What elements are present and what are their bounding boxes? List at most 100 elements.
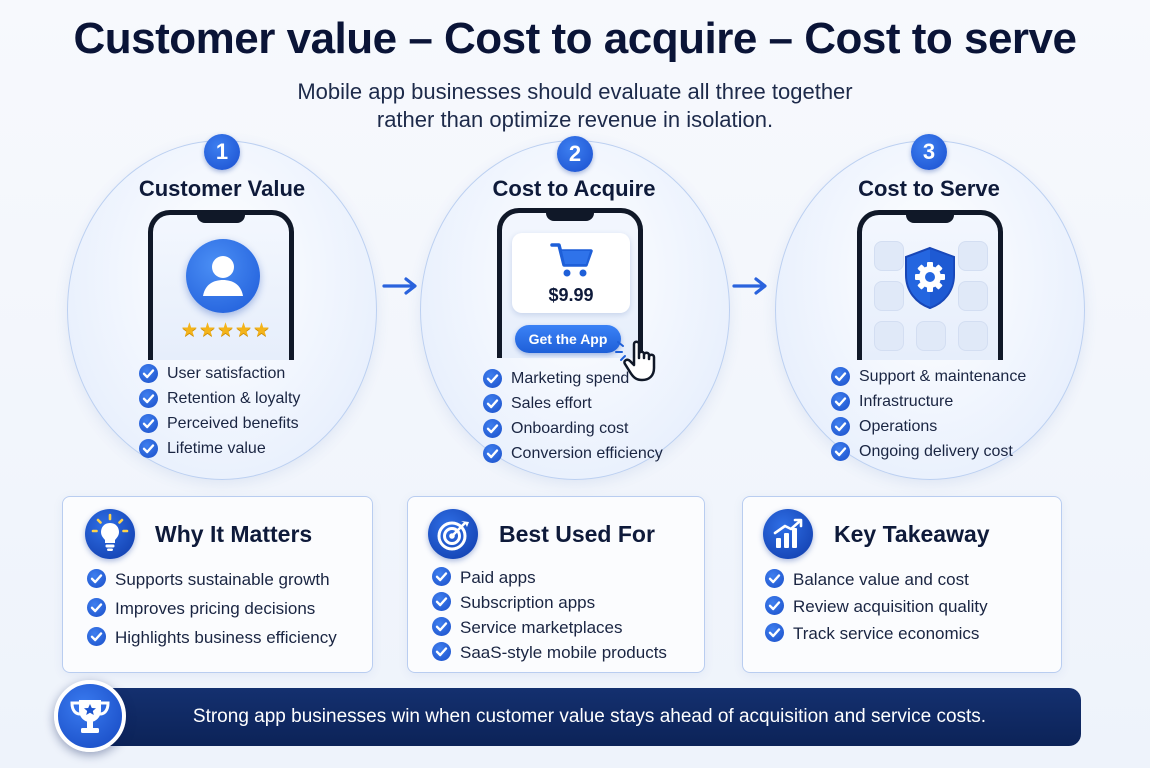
page-title: Customer value – Cost to acquire – Cost … [73, 14, 1077, 63]
list-item-label: Track service economics [793, 624, 980, 643]
list-item-label: User satisfaction [167, 365, 286, 382]
key-takeaway-list: Balance value and cost Review acquisitio… [765, 569, 988, 650]
app-tile [958, 281, 988, 311]
shopping-cart-icon [550, 241, 594, 284]
price-label: $9.99 [548, 285, 594, 305]
list-item: SaaS-style mobile products [432, 642, 667, 667]
check-icon [432, 592, 451, 611]
card-title: Key Takeaway [834, 521, 990, 547]
list-item: User satisfaction [139, 363, 300, 388]
list-item-label: Sales effort [511, 395, 592, 412]
list-item-label: Paid apps [460, 568, 536, 587]
list-item-label: Support & maintenance [859, 368, 1027, 385]
step-number-2: 2 [557, 136, 593, 172]
list-item-label: Supports sustainable growth [115, 570, 330, 589]
check-icon [87, 598, 106, 617]
cost-to-acquire-phone: $9.99 Get the App [497, 208, 643, 358]
list-item-label: Onboarding cost [511, 420, 629, 437]
app-tile [958, 321, 988, 351]
right-arrow-icon [381, 276, 421, 296]
list-item: Highlights business efficiency [87, 627, 337, 656]
customer-value-list: User satisfaction Retention & loyalty Pe… [139, 363, 300, 463]
customer-value-title: Customer Value [138, 176, 306, 201]
cost-to-acquire-title: Cost to Acquire [492, 176, 656, 201]
check-icon [432, 617, 451, 636]
list-item-label: Infrastructure [859, 393, 954, 410]
list-item: Infrastructure [831, 391, 1026, 416]
cost-to-serve-list: Support & maintenance Infrastructure Ope… [831, 366, 1026, 466]
check-icon [87, 569, 106, 588]
check-icon [765, 596, 784, 615]
cost-to-serve-title: Cost to Serve [858, 176, 1000, 201]
list-item-label: Subscription apps [460, 593, 596, 612]
list-item-label: Retention & loyalty [167, 390, 301, 407]
why-it-matters-card: Why It Matters Supports sustainable grow… [62, 496, 373, 673]
check-icon [765, 569, 784, 588]
app-tile [874, 281, 904, 311]
list-item-label: Highlights business efficiency [115, 628, 337, 647]
list-item: Onboarding cost [483, 418, 663, 443]
list-item-label: Ongoing delivery cost [859, 443, 1013, 460]
list-item: Balance value and cost [765, 569, 988, 596]
list-item: Conversion efficiency [483, 443, 663, 468]
get-the-app-button[interactable]: Get the App [515, 325, 621, 353]
list-item-label: Conversion efficiency [511, 445, 663, 462]
app-tile [874, 321, 904, 351]
list-item-label: Operations [859, 418, 938, 435]
step-number-1: 1 [204, 134, 240, 170]
card-title: Best Used For [499, 521, 655, 547]
phone-notch [906, 214, 954, 223]
list-item: Track service economics [765, 623, 988, 650]
list-item: Review acquisition quality [765, 596, 988, 623]
best-used-for-card: Best Used For Paid apps Subscription app… [407, 496, 705, 673]
lightbulb-icon [85, 509, 135, 559]
cost-to-acquire-list: Marketing spend Sales effort Onboarding … [483, 368, 663, 468]
check-icon [139, 364, 158, 383]
check-icon [139, 439, 158, 458]
step-number-3: 3 [911, 134, 947, 170]
list-item-label: SaaS-style mobile products [460, 643, 667, 662]
check-icon [483, 419, 502, 438]
check-icon [765, 623, 784, 642]
cost-to-serve-phone [857, 210, 1003, 360]
check-icon [483, 394, 502, 413]
target-icon [428, 509, 478, 559]
best-used-for-list: Paid apps Subscription apps Service mark… [432, 567, 667, 667]
check-icon [831, 392, 850, 411]
user-avatar-icon [186, 239, 260, 313]
shield-gear-icon [902, 245, 958, 316]
list-item-label: Lifetime value [167, 440, 266, 457]
list-item-label: Marketing spend [511, 370, 630, 387]
right-arrow-icon [731, 276, 771, 296]
app-tile [916, 321, 946, 351]
list-item-label: Perceived benefits [167, 415, 299, 432]
key-takeaway-card: Key Takeaway Balance value and cost Revi… [742, 496, 1062, 673]
check-icon [483, 444, 502, 463]
app-tile [958, 241, 988, 271]
list-item: Paid apps [432, 567, 667, 592]
subtitle-line-1: Mobile app businesses should evaluate al… [297, 79, 853, 104]
list-item: Retention & loyalty [139, 388, 300, 413]
page-subtitle: Mobile app businesses should evaluate al… [0, 78, 1150, 134]
check-icon [139, 414, 158, 433]
list-item-label: Improves pricing decisions [115, 599, 316, 618]
check-icon [483, 369, 502, 388]
list-item: Operations [831, 416, 1026, 441]
check-icon [831, 367, 850, 386]
growth-chart-icon [763, 509, 813, 559]
list-item: Perceived benefits [139, 413, 300, 438]
list-item: Service marketplaces [432, 617, 667, 642]
list-item-label: Service marketplaces [460, 618, 623, 637]
list-item: Improves pricing decisions [87, 598, 337, 627]
list-item: Lifetime value [139, 438, 300, 463]
trophy-icon [54, 680, 126, 752]
list-item: Marketing spend [483, 368, 663, 393]
price-card: $9.99 [512, 233, 630, 313]
check-icon [87, 627, 106, 646]
phone-notch [197, 214, 245, 223]
why-it-matters-list: Supports sustainable growth Improves pri… [87, 569, 337, 656]
check-icon [139, 389, 158, 408]
customer-value-phone: ★★★★★ [148, 210, 294, 360]
subtitle-line-2: rather than optimize revenue in isolatio… [376, 107, 774, 132]
list-item: Supports sustainable growth [87, 569, 337, 598]
